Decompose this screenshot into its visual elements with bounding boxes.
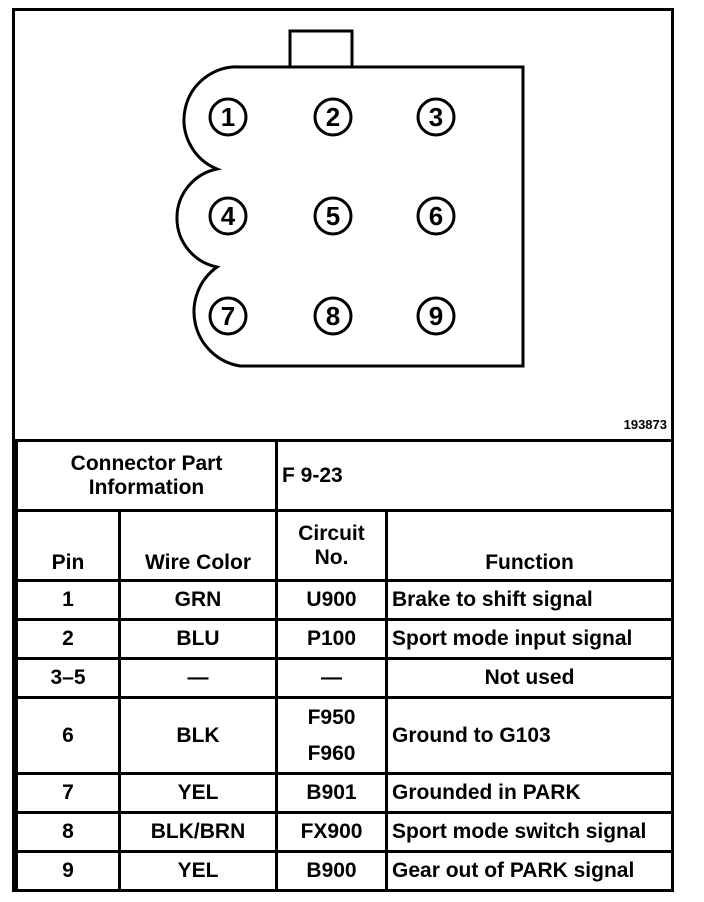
cell-circuit: B901 (275, 772, 389, 814)
pin-number: 9 (429, 301, 443, 331)
cell-function: Brake to shift signal (385, 579, 675, 621)
part-info-label: Connector Part Information (14, 439, 279, 512)
pin-circle (313, 97, 353, 137)
cell-pin: 6 (15, 696, 121, 775)
cell-function: Gear out of PARK signal (385, 850, 675, 892)
cell-circuit: P100 (275, 618, 389, 660)
pin-number: 5 (326, 201, 340, 231)
cell-pin: 1 (15, 579, 121, 621)
cell-function: Ground to G103 (385, 696, 675, 775)
cell-wire-color: BLU (117, 618, 279, 660)
cell-wire-color: BLK (117, 696, 279, 775)
cell-pin: 8 (15, 811, 121, 853)
pin-number: 8 (326, 301, 340, 331)
cell-circuit: B900 (275, 850, 389, 892)
circuit-number: — (321, 666, 343, 689)
pin-cavity: 9 (416, 296, 456, 336)
connector-drawing: 1 2 3 4 5 6 7 8 9 (15, 11, 671, 441)
pin-number: 7 (221, 301, 235, 331)
part-info-value: F 9-23 (275, 439, 675, 512)
pin-number: 2 (326, 102, 340, 132)
cell-wire-color: YEL (117, 772, 279, 814)
cell-pin: 9 (15, 850, 121, 892)
pin-cavity: 2 (313, 97, 353, 137)
pin-circle (208, 296, 248, 336)
cell-wire-color: BLK/BRN (117, 811, 279, 853)
pin-number: 6 (429, 201, 443, 231)
cell-circuit: — (275, 657, 389, 699)
cell-pin: 7 (15, 772, 121, 814)
circuit-number: FX900 (300, 820, 363, 843)
pin-circle (416, 97, 456, 137)
cell-function: Not used (385, 657, 675, 699)
pin-circle (416, 296, 456, 336)
cell-function: Sport mode input signal (385, 618, 675, 660)
cell-wire-color: — (117, 657, 279, 699)
cell-wire-color: YEL (117, 850, 279, 892)
circuit-number: B901 (306, 781, 357, 804)
pin-cavity: 1 (208, 97, 248, 137)
connector-face-svg: 1 2 3 4 5 6 7 8 9 (175, 29, 525, 368)
cell-pin: 2 (15, 618, 121, 660)
circuit-number: F960 (307, 741, 356, 765)
table-row: 3–5——Not used (15, 657, 675, 699)
column-header-function: Function (385, 509, 675, 582)
cell-wire-color: GRN (117, 579, 279, 621)
column-header-circuit: Circuit No. (275, 509, 389, 582)
pin-number: 3 (429, 102, 443, 132)
pin-number: 1 (221, 102, 235, 132)
pin-cavity: 4 (208, 196, 248, 236)
connector-table: Connector Part Information F 9-23 Pin Wi… (14, 439, 675, 892)
pin-cavity: 5 (313, 196, 353, 236)
cell-circuit: U900 (275, 579, 389, 621)
figure-id: 193873 (623, 417, 667, 432)
pin-cavity: 7 (208, 296, 248, 336)
cell-pin: 3–5 (15, 657, 121, 699)
pin-circle (208, 97, 248, 137)
column-header-row: Pin Wire Color Circuit No. Function (15, 509, 675, 582)
pin-cavity: 3 (416, 97, 456, 137)
circuit-number: B900 (306, 859, 357, 882)
pin-cavity: 8 (313, 296, 353, 336)
cell-function: Sport mode switch signal (385, 811, 675, 853)
pin-circle (313, 196, 353, 236)
pin-circle (416, 196, 456, 236)
pin-cavity: 6 (416, 196, 456, 236)
circuit-number: F950 (307, 705, 356, 729)
cell-function: Grounded in PARK (385, 772, 675, 814)
pin-circle (208, 196, 248, 236)
pin-number: 4 (221, 201, 236, 231)
pin-circle (313, 296, 353, 336)
circuit-number: P100 (306, 627, 357, 650)
circuit-number: U900 (306, 588, 357, 611)
part-info-row: Connector Part Information F 9-23 (14, 439, 675, 512)
column-header-pin: Pin (15, 509, 121, 582)
cell-circuit: FX900 (275, 811, 389, 853)
column-header-wire-color: Wire Color (117, 509, 279, 582)
